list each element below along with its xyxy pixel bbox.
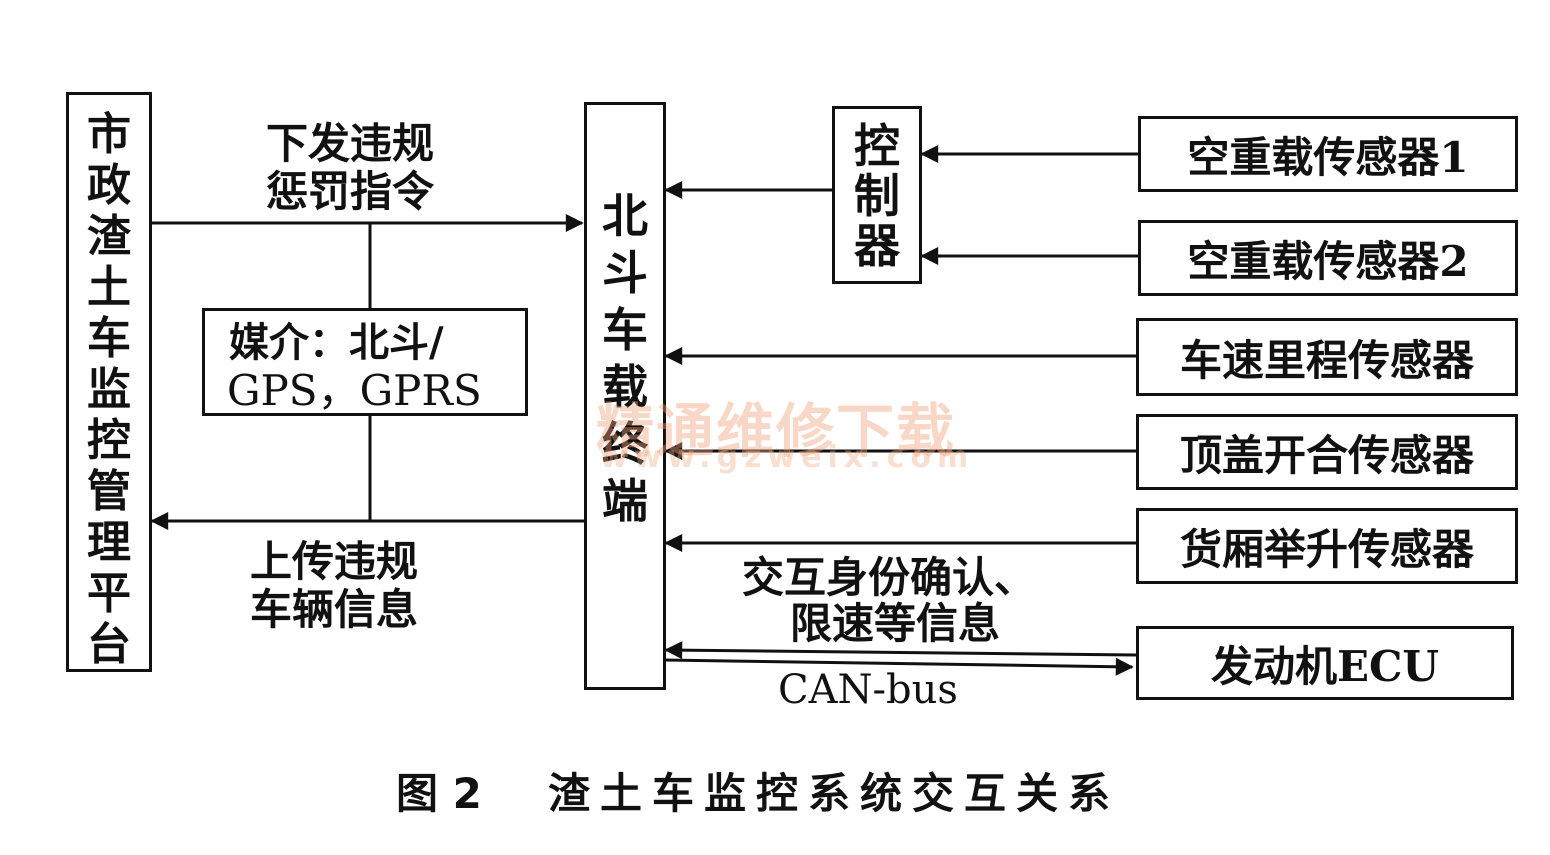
ecu-info-label-line-2: 限速等信息 — [790, 599, 1001, 648]
medium-line-2: GPS，GPRS — [227, 366, 482, 415]
vertical-char: 终 — [602, 417, 648, 471]
ecu-label: 发动机ECU — [1210, 641, 1440, 691]
medium-box: 媒介：北斗/ GPS，GPRS — [202, 308, 528, 416]
lift-sensor-label: 货厢举升传感器 — [1179, 524, 1474, 574]
downlink-label-line-1: 下发违规 — [266, 119, 435, 168]
top-cover-sensor-box: 顶盖开合传感器 — [1136, 414, 1518, 490]
ecu-info-label-line-1: 交互身份确认、 — [742, 553, 1037, 602]
vertical-char: 管 — [87, 466, 131, 517]
canbus-arrow — [663, 657, 1134, 676]
controller-label: 控制器 — [835, 123, 919, 273]
sensor1-label: 空重载传感器1 — [1187, 132, 1469, 182]
medium-line-1: 媒介：北斗/ — [229, 319, 444, 366]
vertical-char: 理 — [87, 517, 131, 568]
sensor1-box: 空重载传感器1 — [1138, 116, 1518, 192]
vertical-char: 政 — [87, 160, 131, 211]
watermark-cn: 精通维修下载 — [596, 397, 957, 465]
ecu-box: 发动机ECU — [1136, 626, 1514, 700]
vertical-char: 车 — [87, 313, 131, 364]
top-cover-sensor-label: 顶盖开合传感器 — [1179, 430, 1474, 480]
lift-sensor-box: 货厢举升传感器 — [1136, 508, 1518, 584]
vertical-char: 制 — [854, 169, 900, 223]
platform-box: 市政渣土车监控管理平台 — [66, 92, 152, 672]
speed-sensor-box: 车速里程传感器 — [1136, 318, 1518, 396]
canbus-label: CAN-bus — [778, 667, 958, 713]
vertical-char: 器 — [854, 219, 900, 273]
vertical-char: 北 — [602, 189, 648, 243]
vertical-char: 监 — [87, 364, 131, 415]
figure-number: 图 2 — [396, 769, 482, 818]
vertical-char: 土 — [87, 262, 131, 313]
controller-box: 控制器 — [832, 106, 922, 284]
terminal-box: 北斗车载终端 — [584, 102, 666, 690]
vertical-char: 斗 — [602, 246, 648, 300]
uplink-label-line-1: 上传违规 — [250, 537, 419, 586]
sensor2-box: 空重载传感器2 — [1138, 220, 1518, 296]
downlink-label-line-2: 惩罚指令 — [266, 167, 435, 216]
vertical-char: 市 — [87, 109, 131, 160]
terminal-label: 北斗车载终端 — [587, 193, 663, 535]
speed-sensor-label: 车速里程传感器 — [1179, 335, 1474, 385]
vertical-char: 台 — [87, 619, 131, 670]
sensor2-label: 空重载传感器2 — [1187, 236, 1469, 286]
vertical-char: 平 — [87, 568, 131, 619]
vertical-char: 端 — [602, 474, 648, 528]
figure-title: 渣土车监控系统交互关系 — [548, 769, 1121, 818]
watermark-url: www.gzweix.com — [600, 440, 975, 475]
vertical-char: 车 — [602, 303, 648, 357]
uplink-label-line-2: 车辆信息 — [250, 585, 419, 634]
vertical-char: 控 — [87, 415, 131, 466]
vertical-char: 渣 — [87, 211, 131, 262]
platform-label: 市政渣土车监控管理平台 — [69, 113, 149, 674]
vertical-char: 控 — [854, 119, 900, 173]
vertical-char: 载 — [602, 360, 648, 414]
ecu-to-terminal-arrow — [664, 641, 1137, 660]
